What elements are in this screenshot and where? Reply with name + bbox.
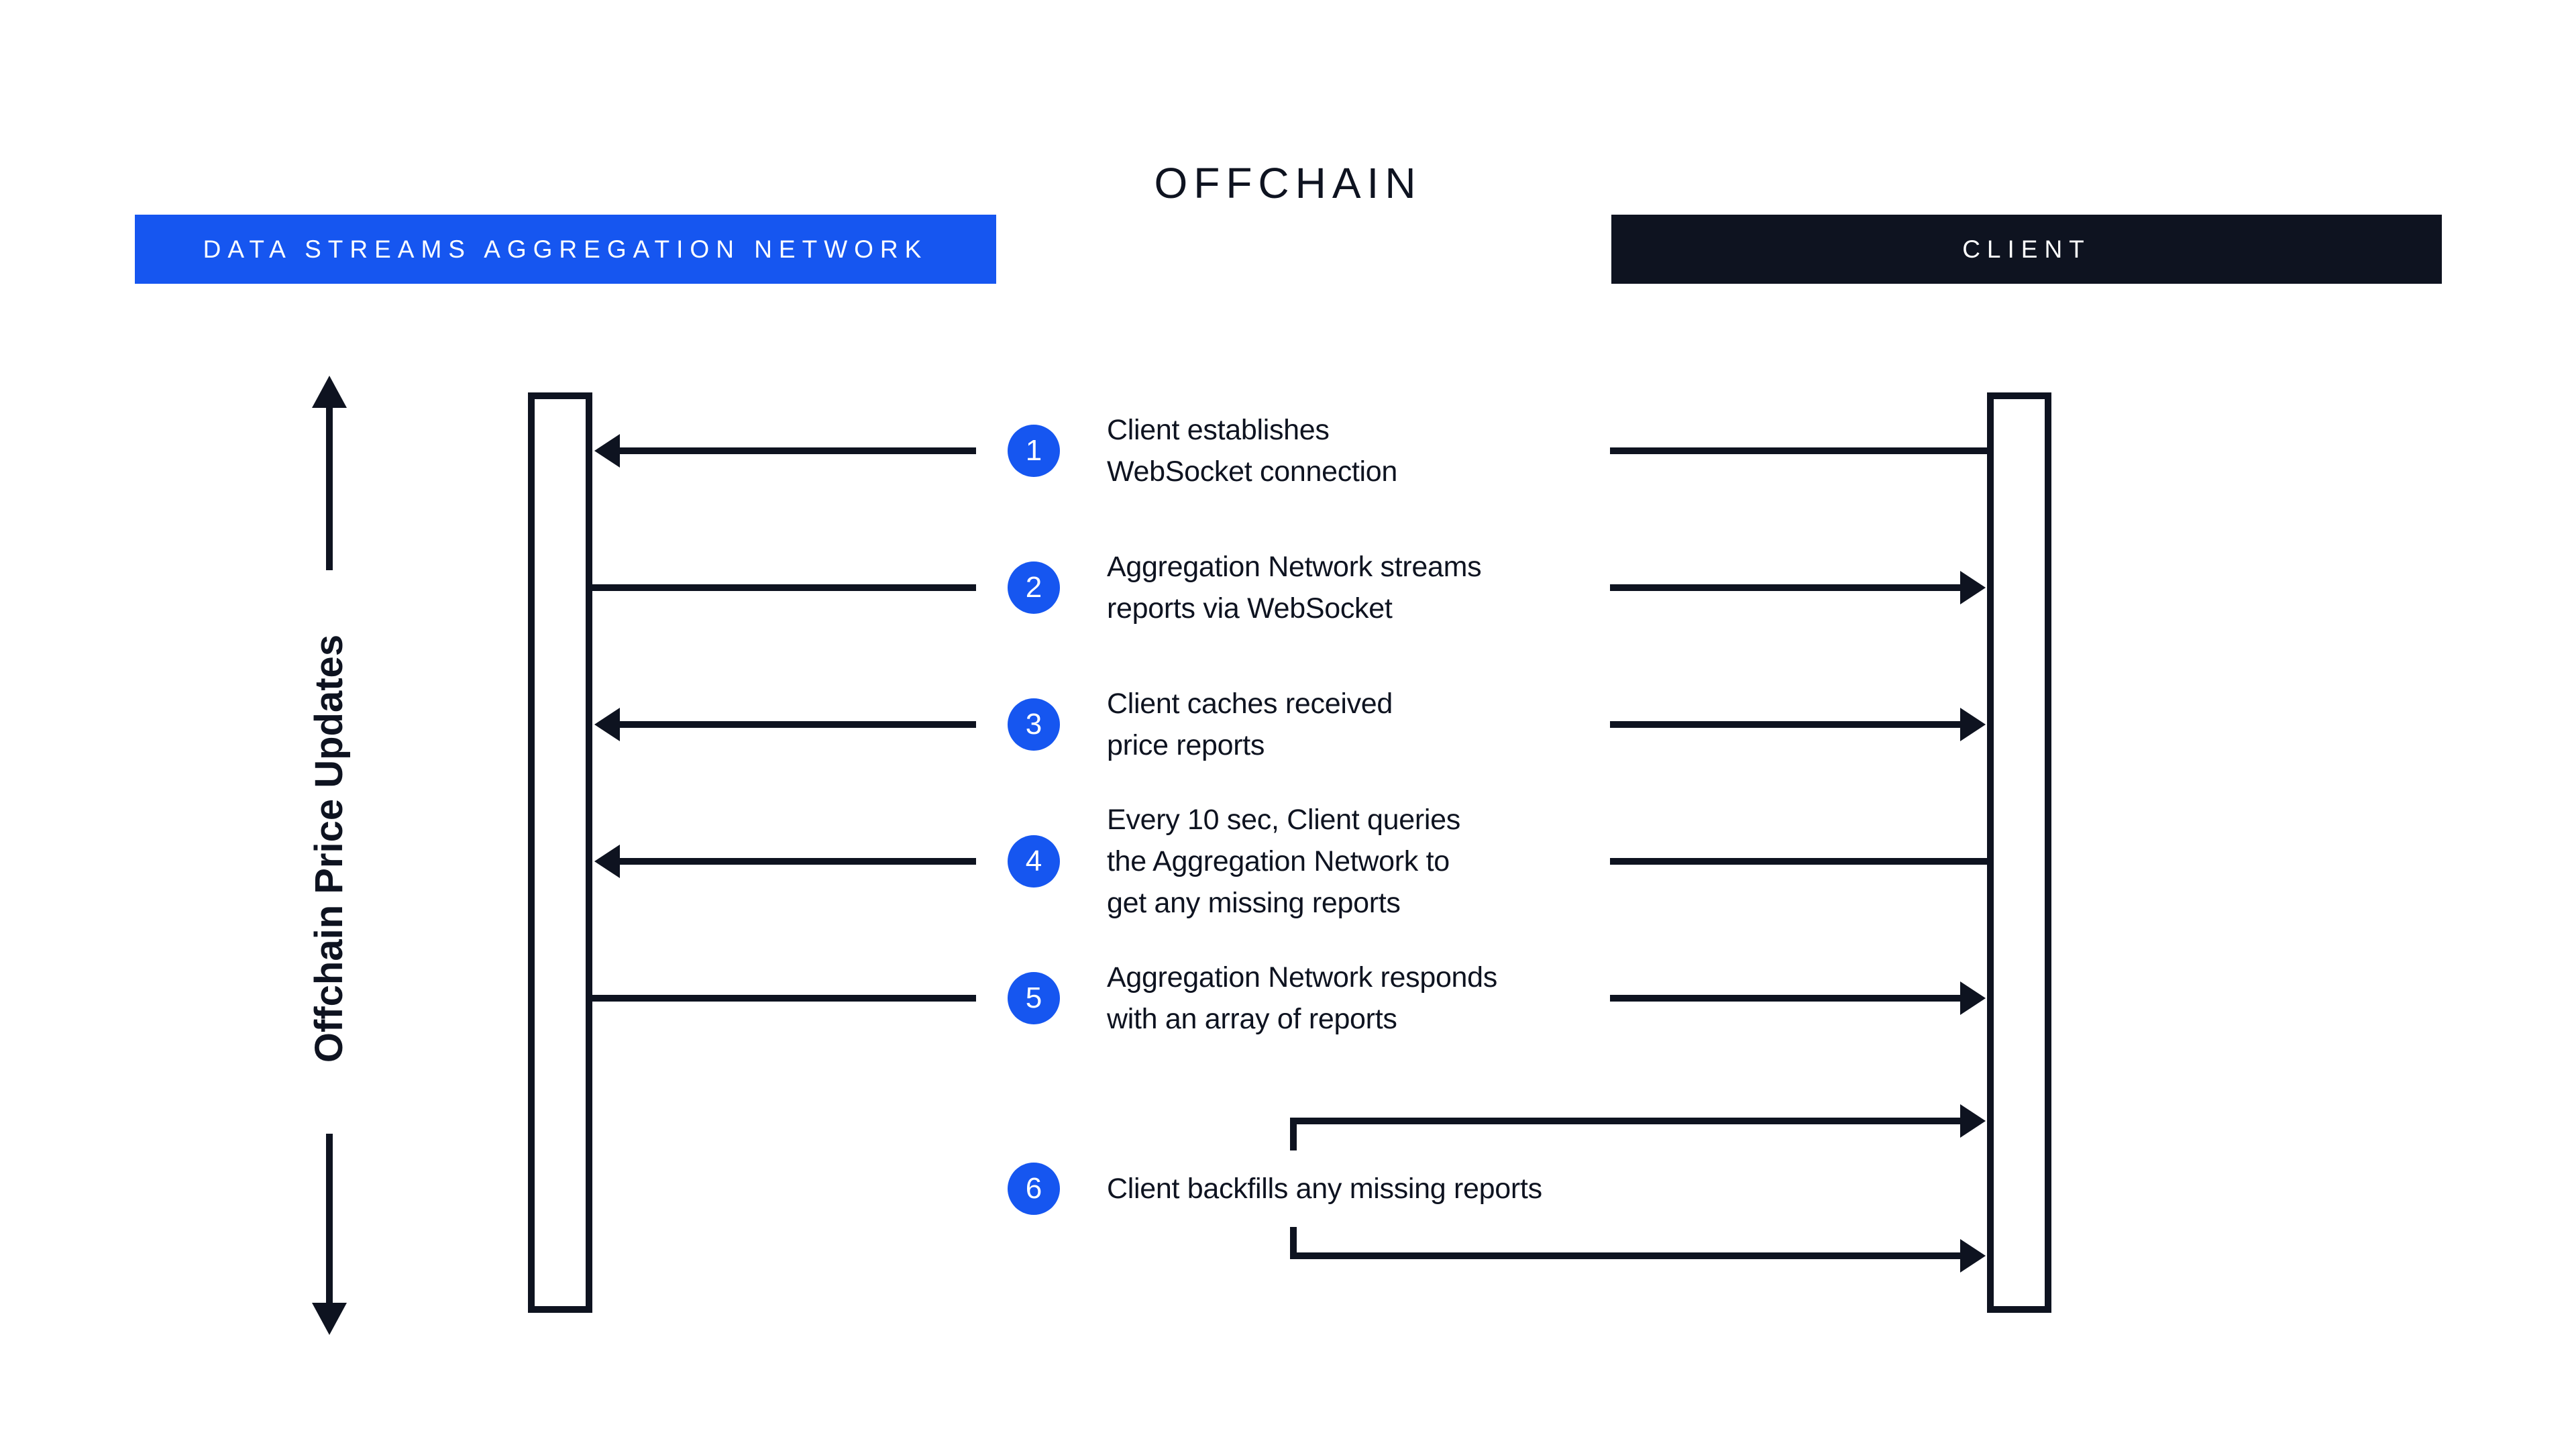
step-1-message-lines bbox=[594, 434, 1989, 468]
step-5-description: Aggregation Network responds with an arr… bbox=[1107, 961, 1497, 1035]
step-1-description: Client establishes WebSocket connection bbox=[1107, 414, 1398, 488]
step-4-badge: 4 bbox=[1008, 835, 1060, 888]
step-6-arrowhead-bottom-icon bbox=[1960, 1239, 1986, 1273]
step-6-badge: 6 bbox=[1008, 1163, 1060, 1215]
aggregation-network-lifeline bbox=[528, 392, 592, 1313]
aggregation-network-header-label: DATA STREAMS AGGREGATION NETWORK bbox=[203, 235, 928, 263]
step-3-message-lines bbox=[594, 708, 1986, 741]
axis-label-offchain-price-updates: Offchain Price Updates bbox=[307, 634, 351, 1063]
step-5-message-lines bbox=[590, 981, 1986, 1015]
time-axis-down-arrow bbox=[312, 1134, 347, 1335]
step-2-message-lines bbox=[590, 571, 1986, 604]
step-4-number: 4 bbox=[1025, 845, 1042, 877]
time-axis-up-arrow bbox=[312, 376, 347, 570]
step-5-badge: 5 bbox=[1008, 972, 1060, 1024]
step-6-description: Client backfills any missing reports bbox=[1107, 1150, 1572, 1227]
step-5-number: 5 bbox=[1025, 981, 1042, 1014]
step-6-number: 6 bbox=[1025, 1172, 1042, 1205]
step-3-description: Client caches received price reports bbox=[1107, 688, 1393, 761]
step-3-arrowhead-right-icon bbox=[1960, 708, 1986, 741]
step-3-number: 3 bbox=[1025, 708, 1042, 741]
aggregation-network-header: DATA STREAMS AGGREGATION NETWORK bbox=[135, 215, 996, 284]
step-4-message-lines bbox=[594, 845, 1989, 878]
step-1-arrowhead-left-icon bbox=[594, 434, 620, 468]
step-3-arrowhead-left-icon bbox=[594, 708, 620, 741]
step-1-badge: 1 bbox=[1008, 425, 1060, 477]
step-3-badge: 3 bbox=[1008, 698, 1060, 751]
step-2-description: Aggregation Network streams reports via … bbox=[1107, 551, 1482, 625]
step-4-arrowhead-left-icon bbox=[594, 845, 620, 878]
step-5-arrowhead-right-icon bbox=[1960, 981, 1986, 1015]
step-2-number: 2 bbox=[1025, 571, 1042, 604]
step-2-arrowhead-right-icon bbox=[1960, 571, 1986, 604]
step-2-badge: 2 bbox=[1008, 561, 1060, 614]
step-1-number: 1 bbox=[1025, 434, 1042, 467]
step-4-description: Every 10 sec, Client queries the Aggrega… bbox=[1107, 804, 1460, 919]
diagram-title: OFFCHAIN bbox=[1154, 159, 1422, 207]
client-header-label: CLIENT bbox=[1962, 235, 2091, 263]
client-header: CLIENT bbox=[1611, 215, 2442, 284]
client-lifeline bbox=[1987, 392, 2051, 1313]
step-6-self-loop-bracket bbox=[1290, 1104, 1986, 1273]
step-6-arrowhead-top-icon bbox=[1960, 1104, 1986, 1138]
